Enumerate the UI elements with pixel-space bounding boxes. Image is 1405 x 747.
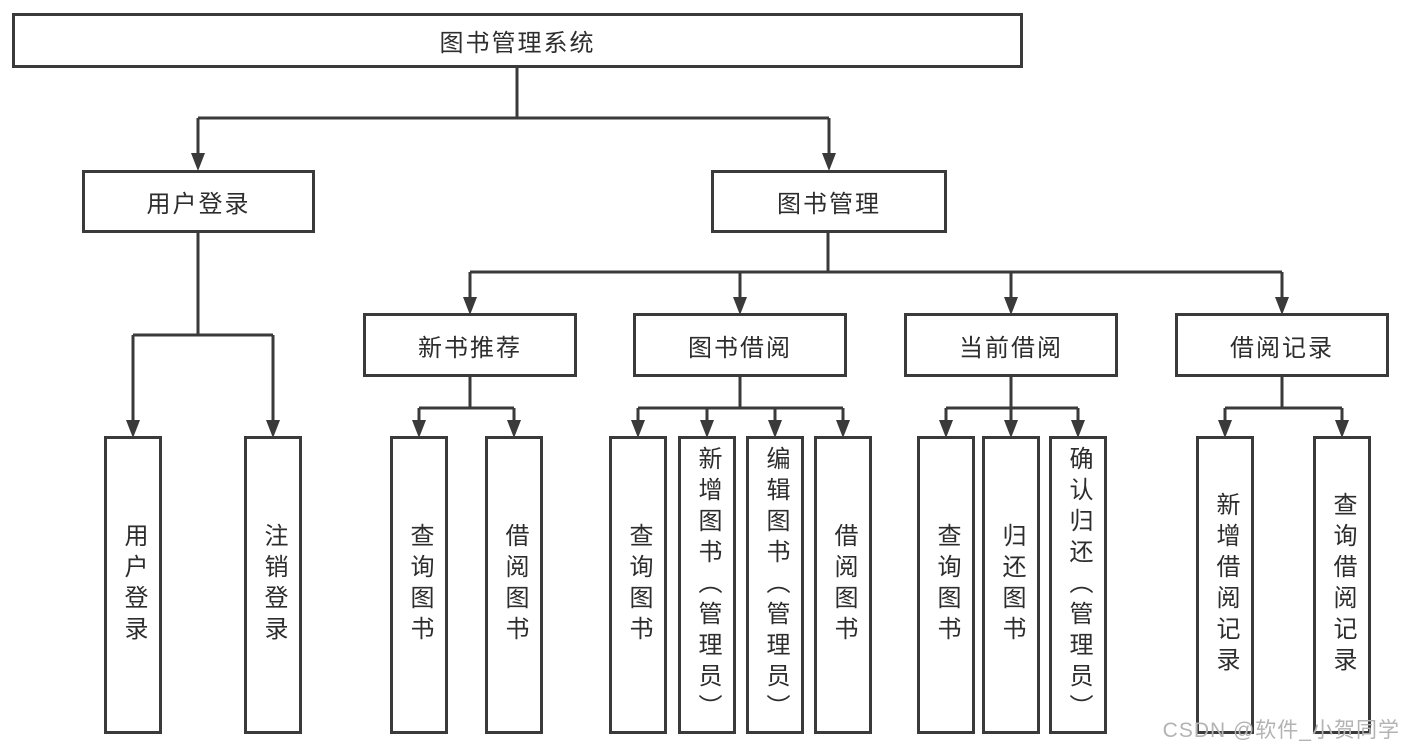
node-book-management: 图书管理 [711,170,947,233]
arrowheads [126,153,1349,438]
node-current-borrowing: 当前借阅 [904,313,1118,377]
leaf-add-books-admin: 新增图书（管理员） [678,436,736,734]
node-new-book-recommend: 新书推荐 [363,313,577,377]
node-user-login: 用户登录 [82,170,315,233]
leaf-edit-books-admin: 编辑图书（管理员） [746,436,804,734]
csdn-watermark: CSDN @软件_小贺同学 [1162,719,1400,742]
leaf-logout: 注销登录 [244,436,302,734]
node-borrowing-records: 借阅记录 [1175,313,1389,377]
leaf-borrow-books-recommend: 借阅图书 [485,436,543,734]
node-book-borrowing: 图书借阅 [633,313,847,377]
leaf-confirm-return-admin: 确认归还（管理员） [1049,436,1107,734]
leaf-query-books-recommend: 查询图书 [390,436,448,734]
leaf-query-books-borrowing: 查询图书 [609,436,667,734]
leaf-query-borrow-record: 查询借阅记录 [1313,436,1371,734]
leaf-query-books-current: 查询图书 [917,436,975,734]
leaf-add-borrow-record: 新增借阅记录 [1196,436,1254,734]
leaf-borrow-books-borrowing: 借阅图书 [814,436,872,734]
leaf-return-books: 归还图书 [982,436,1040,734]
node-root-title: 图书管理系统 [12,13,1023,68]
leaf-user-login: 用户登录 [104,436,162,734]
